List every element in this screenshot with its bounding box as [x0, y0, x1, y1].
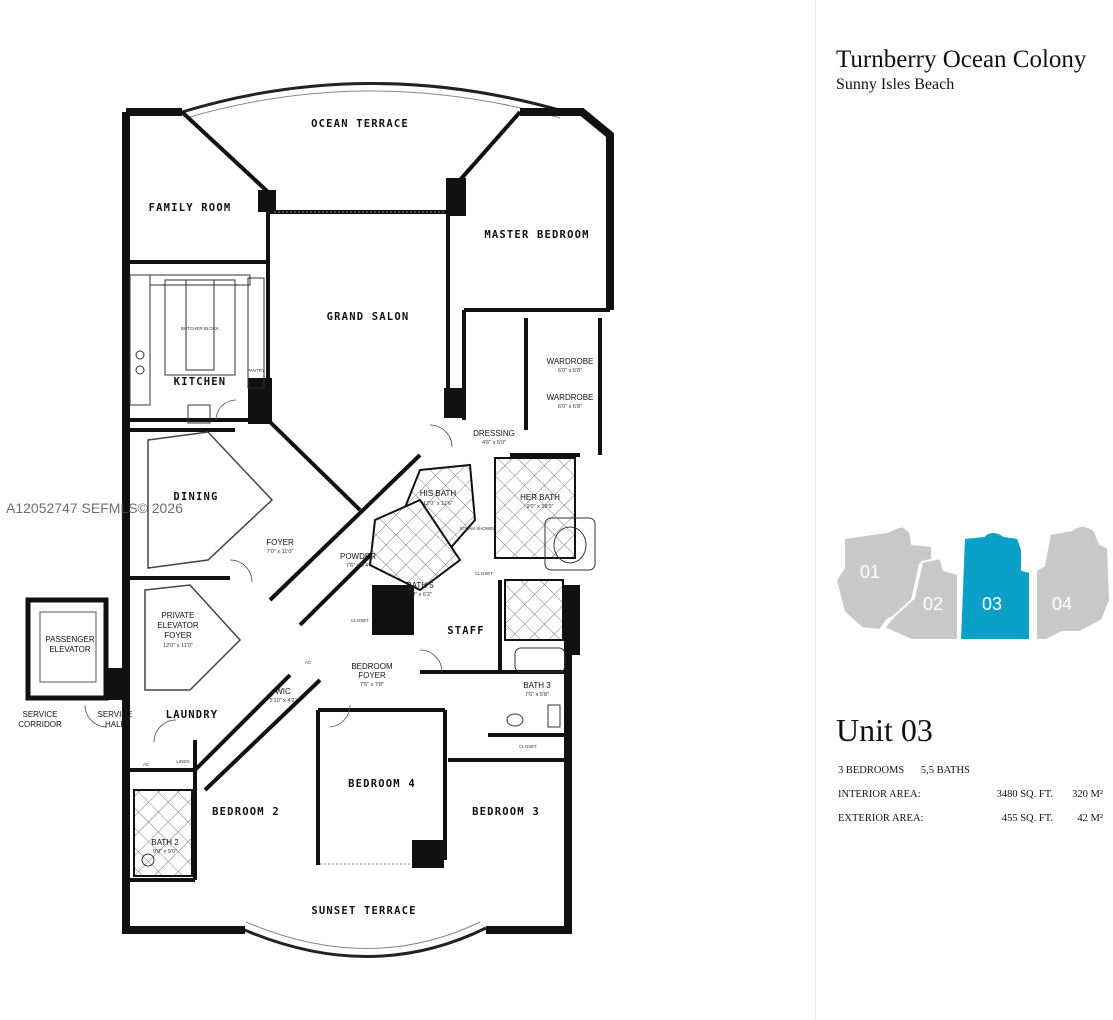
dressing-dim: 4'6" x 5'0": [482, 440, 506, 446]
kitchen-label: KITCHEN: [174, 376, 227, 388]
passenger-elevator-label-1: PASSENGER: [45, 635, 94, 644]
private-elevator-foyer-dim: 12'0" x 11'0": [163, 643, 193, 649]
bedroom-foyer-label-1: BEDROOM: [351, 662, 393, 671]
bedroom-foyer-label-2: FOYER: [358, 671, 386, 680]
closet-label-2: CLOSET: [475, 571, 493, 576]
wardrobe-2-label: WARDROBE: [547, 393, 594, 402]
bath3-label: BATH 3: [523, 681, 551, 690]
linen-label: LINEN: [176, 759, 189, 764]
ac-label-2: AC: [143, 762, 150, 767]
tiled-baths: [133, 457, 576, 877]
staff-label: STAFF: [447, 625, 485, 637]
ocean-terrace-outline: [181, 82, 567, 114]
bedroom2-label: BEDROOM 2: [212, 806, 280, 818]
keyplan-label-01: 01: [860, 562, 880, 582]
interior-area-label: INTERIOR AREA:: [838, 789, 921, 800]
service-corridor-label-2: CORRIDOR: [18, 720, 62, 729]
wardrobe-2-dim: 6'0" x 6'8": [558, 404, 582, 410]
sunset-terrace-outline: [239, 926, 487, 958]
service-hall-label-1: SERVICE: [98, 710, 133, 719]
exterior-area-row: EXTERIOR AREA: 455 SQ. FT. 42 M²: [838, 813, 1113, 824]
powder-label: POWDER: [340, 552, 376, 561]
closet-label-1: CLOSET: [351, 618, 369, 623]
keyplan-unit-03: [958, 531, 1031, 641]
wardrobe-1-label: WARDROBE: [547, 357, 594, 366]
bath2-label: BATH 2: [151, 838, 179, 847]
passenger-elevator-label-2: ELEVATOR: [49, 645, 91, 654]
bedroom3-label: BEDROOM 3: [472, 806, 540, 818]
interior-area-row: INTERIOR AREA: 3480 SQ. FT. 320 M²: [838, 789, 1113, 800]
bath3-dim: 7'6" x 5'8": [525, 692, 549, 698]
unit-title: Unit 03: [836, 712, 933, 748]
wic-dim: 5'10" x 4'2": [269, 698, 296, 704]
bedroom4-label: BEDROOM 4: [348, 778, 416, 790]
mls-watermark: A12052747 SEFMLS© 2026: [6, 500, 183, 516]
dressing-label: DRESSING: [473, 429, 515, 438]
location-subtitle: Sunny Isles Beach: [836, 76, 955, 93]
closet-label-3: CLOSET: [519, 744, 537, 749]
dining-label: DINING: [173, 491, 218, 503]
floor-plan: OCEAN TERRACE FAMILY ROOM MASTER BEDROOM…: [18, 82, 614, 958]
interior-area-m2: 320 M²: [1072, 789, 1103, 800]
baths-count: 5,5 BATHS: [920, 765, 970, 776]
private-elevator-foyer-label-2: ELEVATOR: [157, 621, 199, 630]
his-bath-label: HIS BATH: [420, 489, 457, 498]
foyer-dim: 7'0" x 11'0": [267, 549, 294, 555]
sunset-terrace-label: SUNSET TERRACE: [311, 905, 416, 917]
ac-label-1: AC: [305, 660, 312, 665]
listing-header: Turnberry Ocean Colony Sunny Isles Beach: [836, 46, 1111, 94]
butcher-block-label: BUTCHER BLOCK: [181, 326, 219, 331]
wic-label: WIC: [275, 687, 291, 696]
bath2-dim: 9'0" x 9'0": [153, 849, 177, 855]
dining-outline: [147, 431, 274, 569]
interior-area-sqft: 3480 SQ. FT.: [996, 789, 1053, 800]
unit-specs: 3 BEDROOMS 5,5 BATHS INTERIOR AREA: 3480…: [838, 765, 1113, 824]
bath5-label: BATH 5: [406, 581, 434, 590]
key-plan: 01 02 03 04: [834, 524, 1112, 641]
bedroom-foyer-dim: 7'6" x 7'8": [360, 682, 384, 688]
master-bedroom-label: MASTER BEDROOM: [484, 229, 589, 241]
building-title: Turnberry Ocean Colony: [836, 46, 1087, 73]
panel-divider: [815, 0, 816, 1020]
keyplan-label-02: 02: [923, 594, 943, 614]
powder-dim: 7'6" x 5'4": [346, 563, 370, 569]
wardrobe-1-dim: 6'0" x 6'8": [558, 368, 582, 374]
her-bath-dim: 9'0" x 18'0": [526, 504, 553, 510]
private-elevator-foyer-label-1: PRIVATE: [161, 611, 194, 620]
pantry-label: PANTRY: [247, 368, 265, 373]
his-bath-dim: 12'0" x 11'6": [423, 501, 453, 507]
exterior-area-label: EXTERIOR AREA:: [838, 813, 924, 824]
laundry-label: LAUNDRY: [166, 709, 219, 721]
keyplan-unit-02: [882, 556, 959, 641]
kitchen-fixtures: [129, 274, 265, 424]
service-hall-label-2: HALL: [105, 720, 126, 729]
bedrooms-count: 3 BEDROOMS: [838, 765, 905, 776]
exterior-walls: [122, 108, 614, 934]
service-corridor-label-1: SERVICE: [23, 710, 58, 719]
passenger-elevator-box: [25, 597, 109, 701]
ocean-terrace-label: OCEAN TERRACE: [311, 118, 409, 130]
grand-salon-label: GRAND SALON: [327, 311, 410, 323]
keyplan-label-04: 04: [1052, 594, 1072, 614]
exterior-area-m2: 42 M²: [1077, 813, 1103, 824]
bath5-dim: 7'0" x 6'2": [408, 592, 432, 598]
bed-bath-row: 3 BEDROOMS 5,5 BATHS: [838, 765, 1113, 776]
exterior-area-sqft: 455 SQ. FT.: [1001, 813, 1053, 824]
foyer-label: FOYER: [266, 538, 294, 547]
family-room-label: FAMILY ROOM: [149, 202, 232, 214]
keyplan-label-03: 03: [982, 594, 1002, 614]
private-elevator-foyer-label-3: FOYER: [164, 631, 192, 640]
steam-shower-label: STEAM SHOWER: [459, 526, 497, 531]
her-bath-label: HER BATH: [520, 493, 560, 502]
structural-columns: [106, 178, 580, 868]
keyplan-unit-04: [1035, 525, 1112, 641]
